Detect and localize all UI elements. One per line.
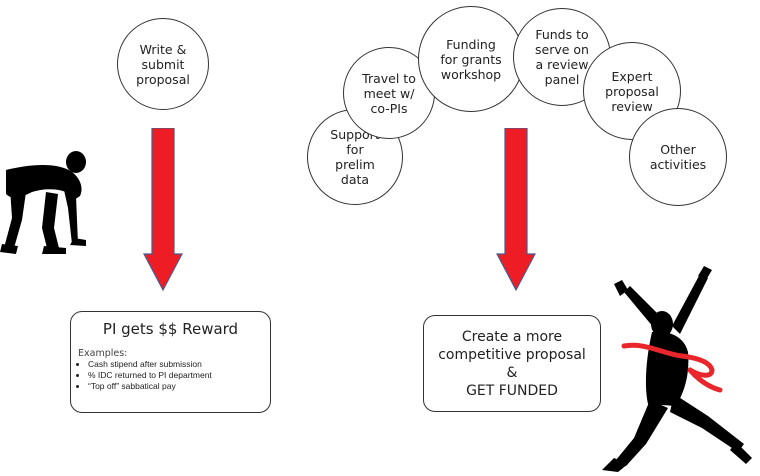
box-line: & <box>506 364 518 381</box>
circle-label: Funding for grants workshop <box>440 36 502 82</box>
circle-label: Travel to meet w/ co-PIs <box>362 70 416 116</box>
circle-label: Funds to serve on a review panel <box>535 27 589 87</box>
example-item: % IDC returned to PI department <box>88 370 270 381</box>
runner-finish-icon <box>602 266 752 472</box>
write-submit-proposal-circle: Write & submit proposal <box>117 18 209 110</box>
runner-crouch-icon <box>0 151 86 254</box>
example-item: “Top off” sabbatical pay <box>88 381 270 392</box>
down-arrow-left-icon <box>143 128 183 292</box>
example-item: Cash stipend after submission <box>88 359 270 370</box>
funding-grants-workshop-circle: Funding for grants workshop <box>418 6 524 112</box>
box-line: competitive proposal <box>438 346 586 363</box>
box-line: GET FUNDED <box>466 382 558 399</box>
other-activities-circle: Other activities <box>629 108 727 206</box>
box-line: Create a more <box>461 328 563 345</box>
get-funded-box: Create a more competitive proposal & GET… <box>423 315 601 412</box>
examples-label: Examples: <box>78 348 128 359</box>
circle-label: Other activities <box>649 142 707 172</box>
down-arrow-right-icon <box>496 128 536 292</box>
reward-box: PI gets $$ Reward Examples: Cash stipend… <box>70 311 271 413</box>
reward-title: PI gets $$ Reward <box>102 320 239 338</box>
circle-label: Write & submit proposal <box>136 41 190 87</box>
examples-list: Cash stipend after submission % IDC retu… <box>71 359 270 392</box>
circle-label: Expert proposal review <box>605 68 659 114</box>
